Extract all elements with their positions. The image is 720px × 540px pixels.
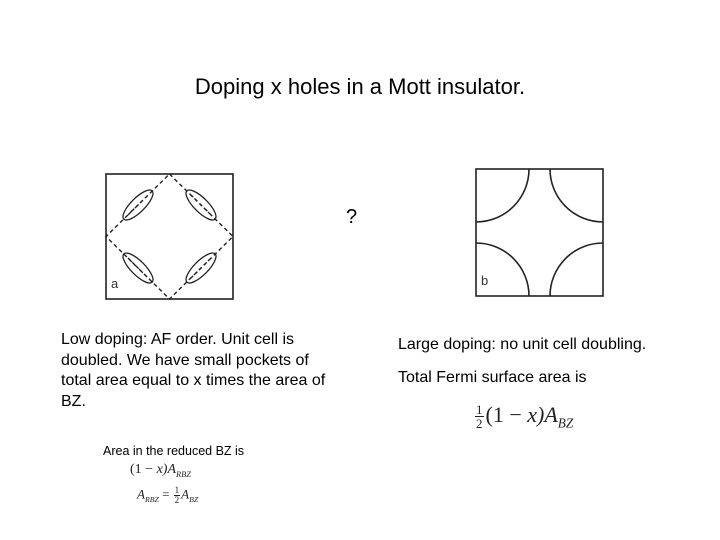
panel-a-hole-pockets xyxy=(122,189,217,284)
formula-minus: − xyxy=(509,402,522,427)
pocket-bottom-right-dash xyxy=(190,257,212,279)
formula-open: (1 xyxy=(130,462,142,477)
formula-minus: − xyxy=(145,462,154,477)
pocket-top-right-dash xyxy=(190,194,212,216)
formula-area: A xyxy=(167,462,177,477)
panel-a: a xyxy=(105,173,234,300)
reduced-bz-area-formula: (1 − x)ARBZ xyxy=(130,462,191,479)
panel-a-brillouin-zone xyxy=(105,173,234,300)
slide-title: Doping x holes in a Mott insulator. xyxy=(194,74,526,99)
large-doping-description: Large doping: no unit cell doubling. xyxy=(398,336,647,353)
low-doping-description: Low doping: AF order. Unit cell is doubl… xyxy=(61,331,326,410)
formula-subscript: BZ xyxy=(557,415,574,431)
formula-var: x) xyxy=(527,402,545,427)
panel-b: b xyxy=(475,168,604,297)
fermi-arc-bottom-right xyxy=(549,242,604,297)
fermi-arc-top-right xyxy=(549,168,604,223)
formula-equals: = xyxy=(162,486,170,502)
reduced-bz-area-label: Area in the reduced BZ is xyxy=(103,444,245,458)
pocket-top-left-dash xyxy=(127,194,149,216)
formula-area-2: A xyxy=(181,486,190,502)
formula-subscript: RBZ xyxy=(144,495,159,505)
pocket-bottom-right xyxy=(185,252,217,284)
fermi-surface-area-label: Total Fermi surface area is xyxy=(398,369,587,386)
pocket-top-right xyxy=(185,189,217,221)
formula-open: (1 xyxy=(485,402,504,427)
panel-b-fermi-surface xyxy=(475,168,604,297)
formula-subscript: RBZ xyxy=(176,469,191,479)
panel-a-reduced-bz-dashed xyxy=(105,173,234,300)
pocket-bottom-left xyxy=(122,252,154,284)
fermi-arc-top-left xyxy=(475,168,530,223)
question-mark: ? xyxy=(346,206,358,228)
panel-a-label: a xyxy=(111,276,119,291)
fermi-arc-bottom-left xyxy=(475,242,530,297)
formula-var: x) xyxy=(156,462,168,477)
formula-area: A xyxy=(137,486,145,502)
panel-b-brillouin-zone xyxy=(475,168,604,297)
pocket-bottom-left-dash xyxy=(127,257,149,279)
formula-area: A xyxy=(544,402,558,427)
pocket-top-left xyxy=(122,189,154,221)
formula-subscript-2: BZ xyxy=(189,495,199,505)
panel-b-label: b xyxy=(481,273,488,288)
